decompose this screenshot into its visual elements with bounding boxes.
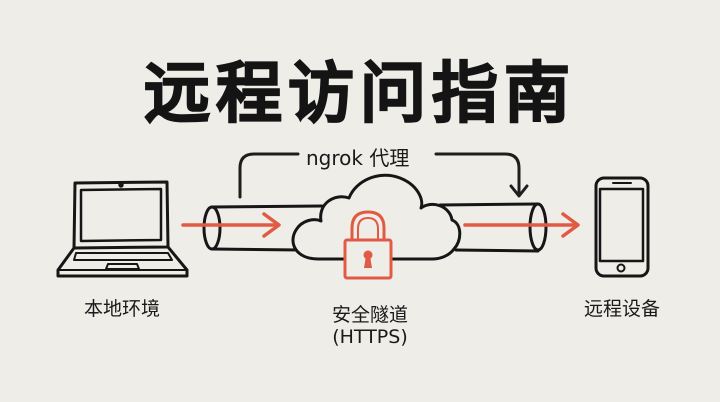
page-title: 远程访问指南 <box>143 54 576 133</box>
remote-device-label: 远程设备 <box>583 298 660 320</box>
secure-tunnel-label: 安全隧道 <box>331 304 408 326</box>
cloud-icon <box>291 173 462 261</box>
right-tunnel-pipe-icon <box>438 202 548 253</box>
right-arrow-icon <box>463 212 580 238</box>
lock-icon <box>343 210 393 280</box>
smartphone-icon <box>594 176 650 278</box>
https-label: (HTTPS) <box>332 326 408 348</box>
local-environment-label: 本地环境 <box>83 298 160 320</box>
left-tunnel-pipe-icon <box>202 204 324 252</box>
laptop-icon <box>56 180 189 278</box>
left-arrow-icon <box>181 212 281 238</box>
proxy-label: ngrok 代理 <box>300 142 416 171</box>
proxy-bracket-icon <box>238 152 529 199</box>
